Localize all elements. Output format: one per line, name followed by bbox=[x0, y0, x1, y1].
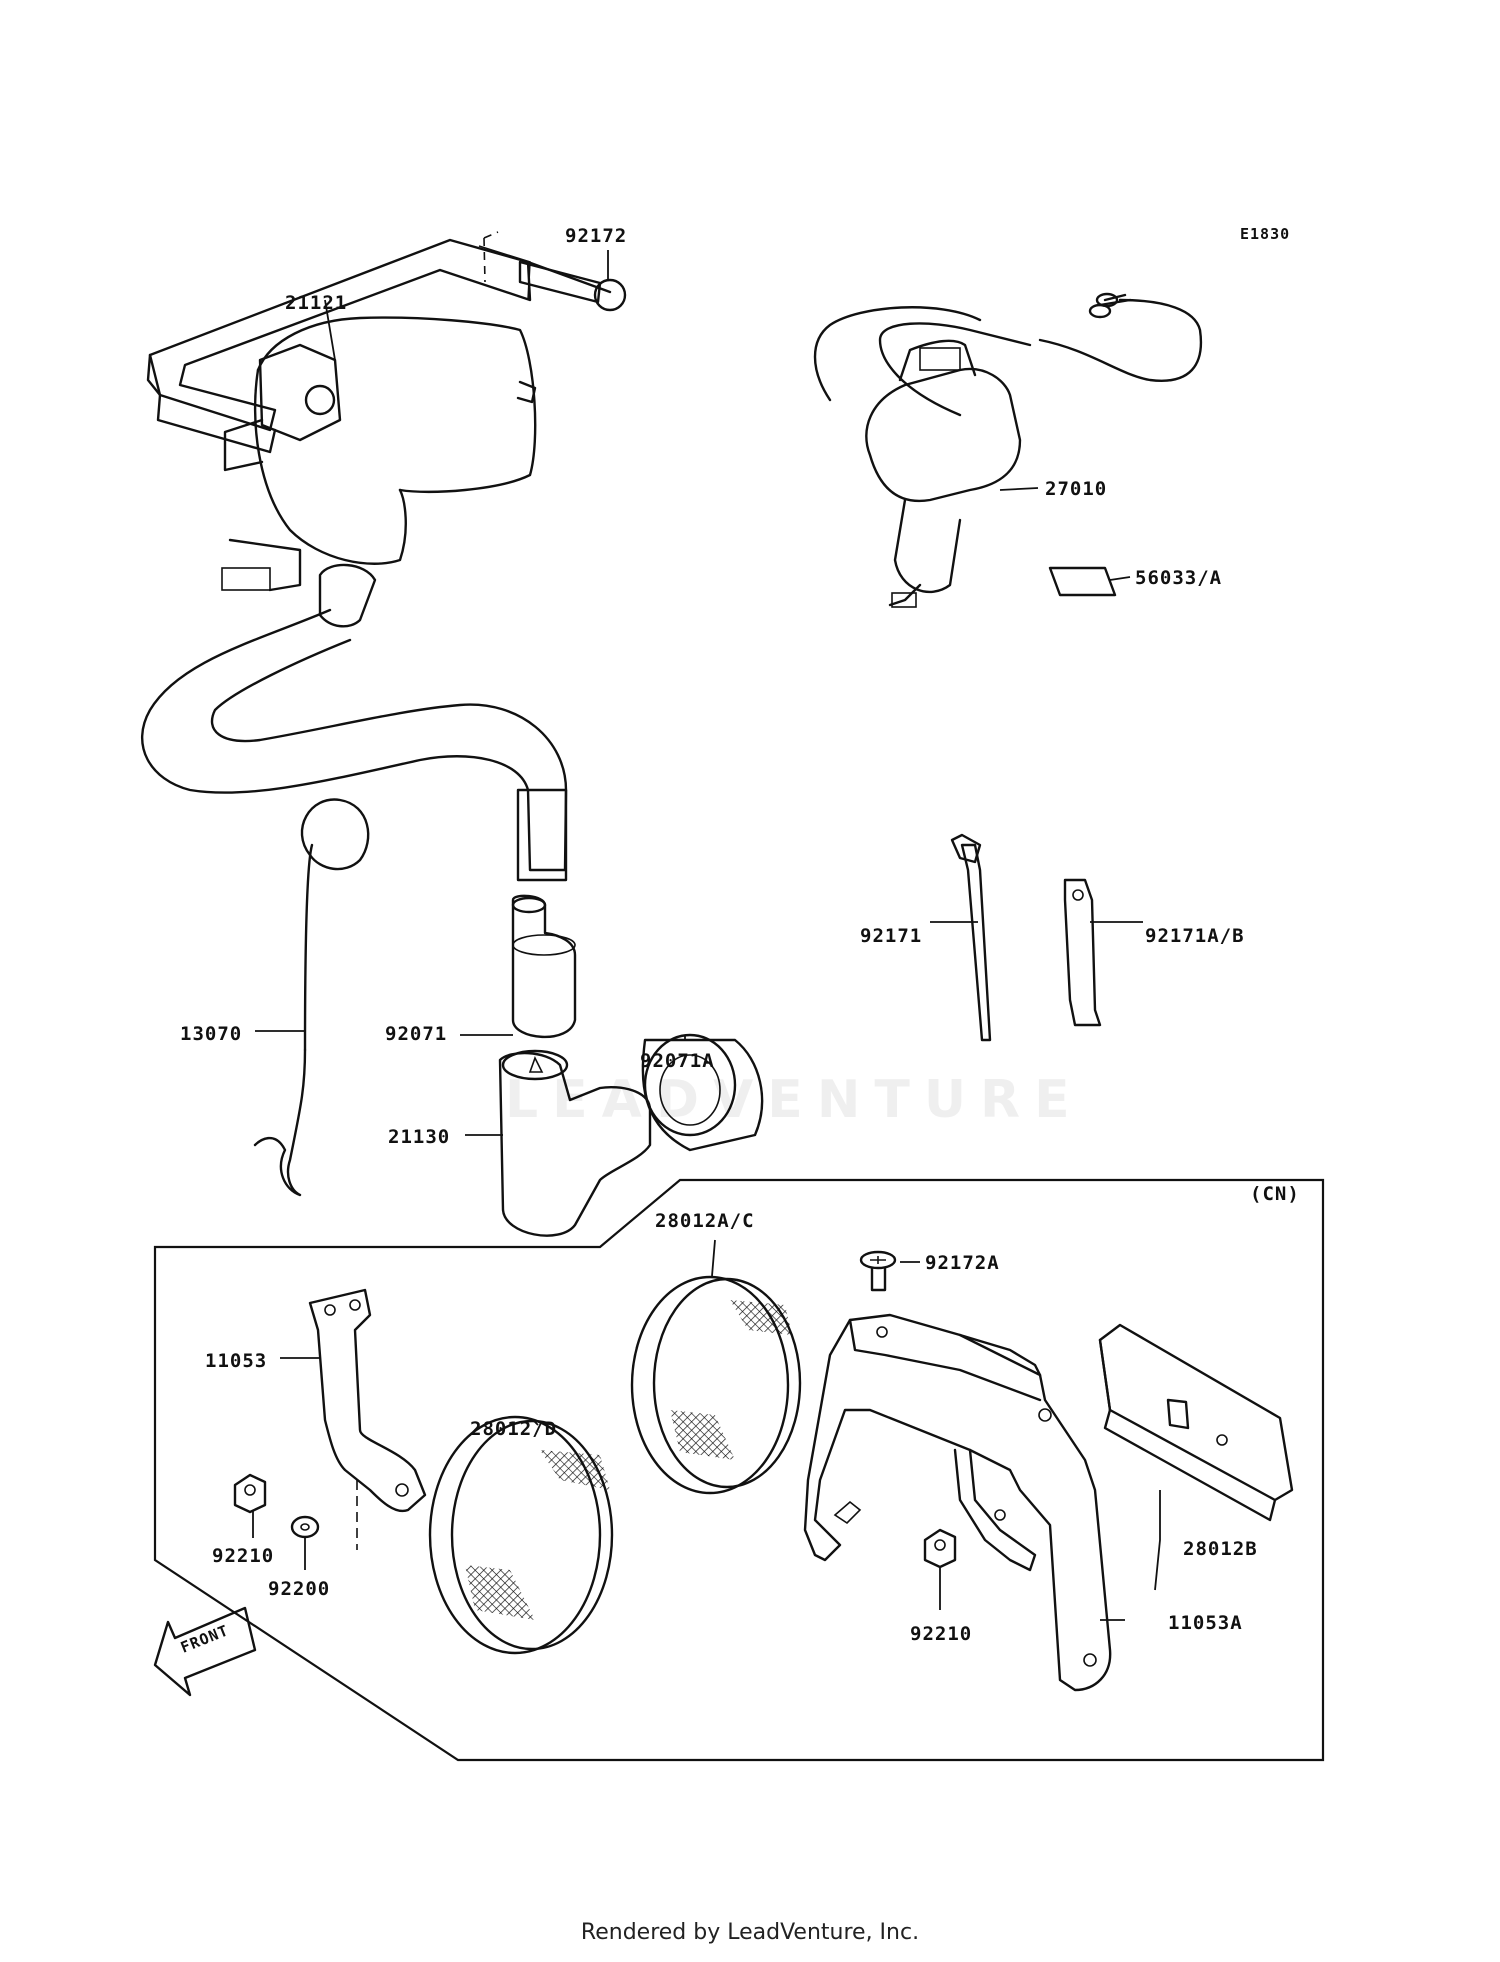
part-label-28012b[interactable]: 28012B bbox=[1183, 1538, 1258, 1560]
leader-lines bbox=[252, 299, 1161, 1621]
part-label-11053[interactable]: 11053 bbox=[205, 1350, 268, 1372]
screw-92172a bbox=[859, 1250, 897, 1292]
part-label-92210-left[interactable]: 92210 bbox=[212, 1545, 275, 1567]
part-label-92171[interactable]: 92171 bbox=[860, 925, 923, 947]
bracket-11053a bbox=[803, 1313, 1112, 1692]
nut-92210-left bbox=[233, 1473, 267, 1514]
part-label-11053a[interactable]: 11053A bbox=[1168, 1612, 1243, 1634]
part-label-92172a[interactable]: 92172A bbox=[925, 1252, 1000, 1274]
part-label-28012ac[interactable]: 28012A/C bbox=[655, 1210, 755, 1232]
plug-cap-21130 bbox=[498, 1049, 652, 1237]
front-arrow bbox=[153, 1606, 257, 1697]
clip-13070 bbox=[253, 798, 370, 1197]
band-clamp-92171ab bbox=[1063, 878, 1102, 1027]
part-label-92200[interactable]: 92200 bbox=[268, 1578, 331, 1600]
part-label-92172[interactable]: 92172 bbox=[565, 225, 628, 247]
stop-switch bbox=[813, 292, 1203, 608]
part-label-27010[interactable]: 27010 bbox=[1045, 478, 1108, 500]
part-label-92210-right[interactable]: 92210 bbox=[910, 1623, 973, 1645]
cn-group-boundary bbox=[153, 1178, 1325, 1762]
part-label-21130[interactable]: 21130 bbox=[388, 1126, 451, 1148]
cap-92071 bbox=[511, 894, 577, 1039]
part-label-92071a[interactable]: 92071A bbox=[640, 1050, 715, 1072]
reflector-28012ac bbox=[630, 1275, 802, 1495]
part-label-28012d[interactable]: 28012/D bbox=[470, 1418, 558, 1440]
nut-92210-right bbox=[923, 1528, 957, 1569]
label-decal bbox=[1048, 566, 1117, 597]
cap-92071a bbox=[641, 1033, 764, 1152]
watermark: LEADVENTURE bbox=[505, 1070, 1084, 1130]
part-label-13070[interactable]: 13070 bbox=[180, 1023, 243, 1045]
part-label-92071[interactable]: 92071 bbox=[385, 1023, 448, 1045]
part-label-21121[interactable]: 21121 bbox=[285, 292, 348, 314]
reflector-28012b bbox=[1098, 1323, 1294, 1522]
footer-credit: Rendered by LeadVenture, Inc. bbox=[580, 1920, 920, 1945]
diagram-code: E1830 bbox=[1240, 225, 1291, 243]
washer-92200 bbox=[290, 1480, 358, 1550]
screw-92172 bbox=[483, 231, 627, 312]
part-label-92171ab[interactable]: 92171A/B bbox=[1145, 925, 1245, 947]
band-clamp-92171 bbox=[950, 833, 992, 1042]
bracket-11053 bbox=[308, 1288, 427, 1513]
part-label-56033a[interactable]: 56033/A bbox=[1135, 567, 1223, 589]
ignition-coil bbox=[140, 238, 568, 882]
reflector-28012d bbox=[428, 1415, 614, 1655]
group-label: (CN) bbox=[1250, 1183, 1300, 1205]
